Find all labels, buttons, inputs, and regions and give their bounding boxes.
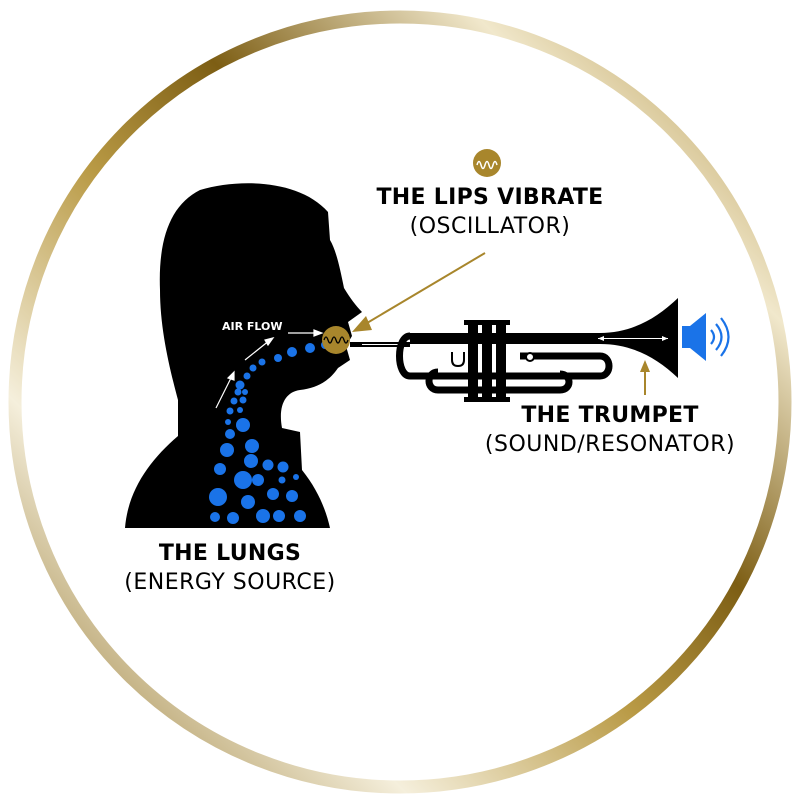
airflow-arrows [215, 329, 324, 409]
speaker-sound-icon [682, 313, 730, 361]
lips-pointer-arrow [352, 252, 486, 332]
trumpet-pointer-arrow [640, 360, 650, 395]
trumpet-label: THE TRUMPET (SOUND/RESONATOR) [460, 402, 760, 460]
trumpet [350, 298, 678, 402]
lungs-title: THE LUNGS [158, 541, 302, 566]
lips-label: THE LIPS VIBRATE (OSCILLATOR) [340, 184, 640, 242]
lips-oscillator [322, 326, 350, 354]
trumpet-title: THE TRUMPET [521, 403, 699, 428]
lungs-subtitle: (ENERGY SOURCE) [124, 570, 336, 595]
sine-wave-icon [473, 149, 501, 177]
lungs-label: THE LUNGS (ENERGY SOURCE) [100, 540, 360, 598]
lips-title: THE LIPS VIBRATE [376, 185, 604, 210]
human-silhouette [125, 183, 362, 528]
trumpet-subtitle: (SOUND/RESONATOR) [484, 432, 736, 457]
gold-ring-frame [8, 10, 792, 794]
lips-subtitle: (OSCILLATOR) [409, 214, 571, 239]
airflow-label: AIR FLOW [222, 320, 283, 333]
